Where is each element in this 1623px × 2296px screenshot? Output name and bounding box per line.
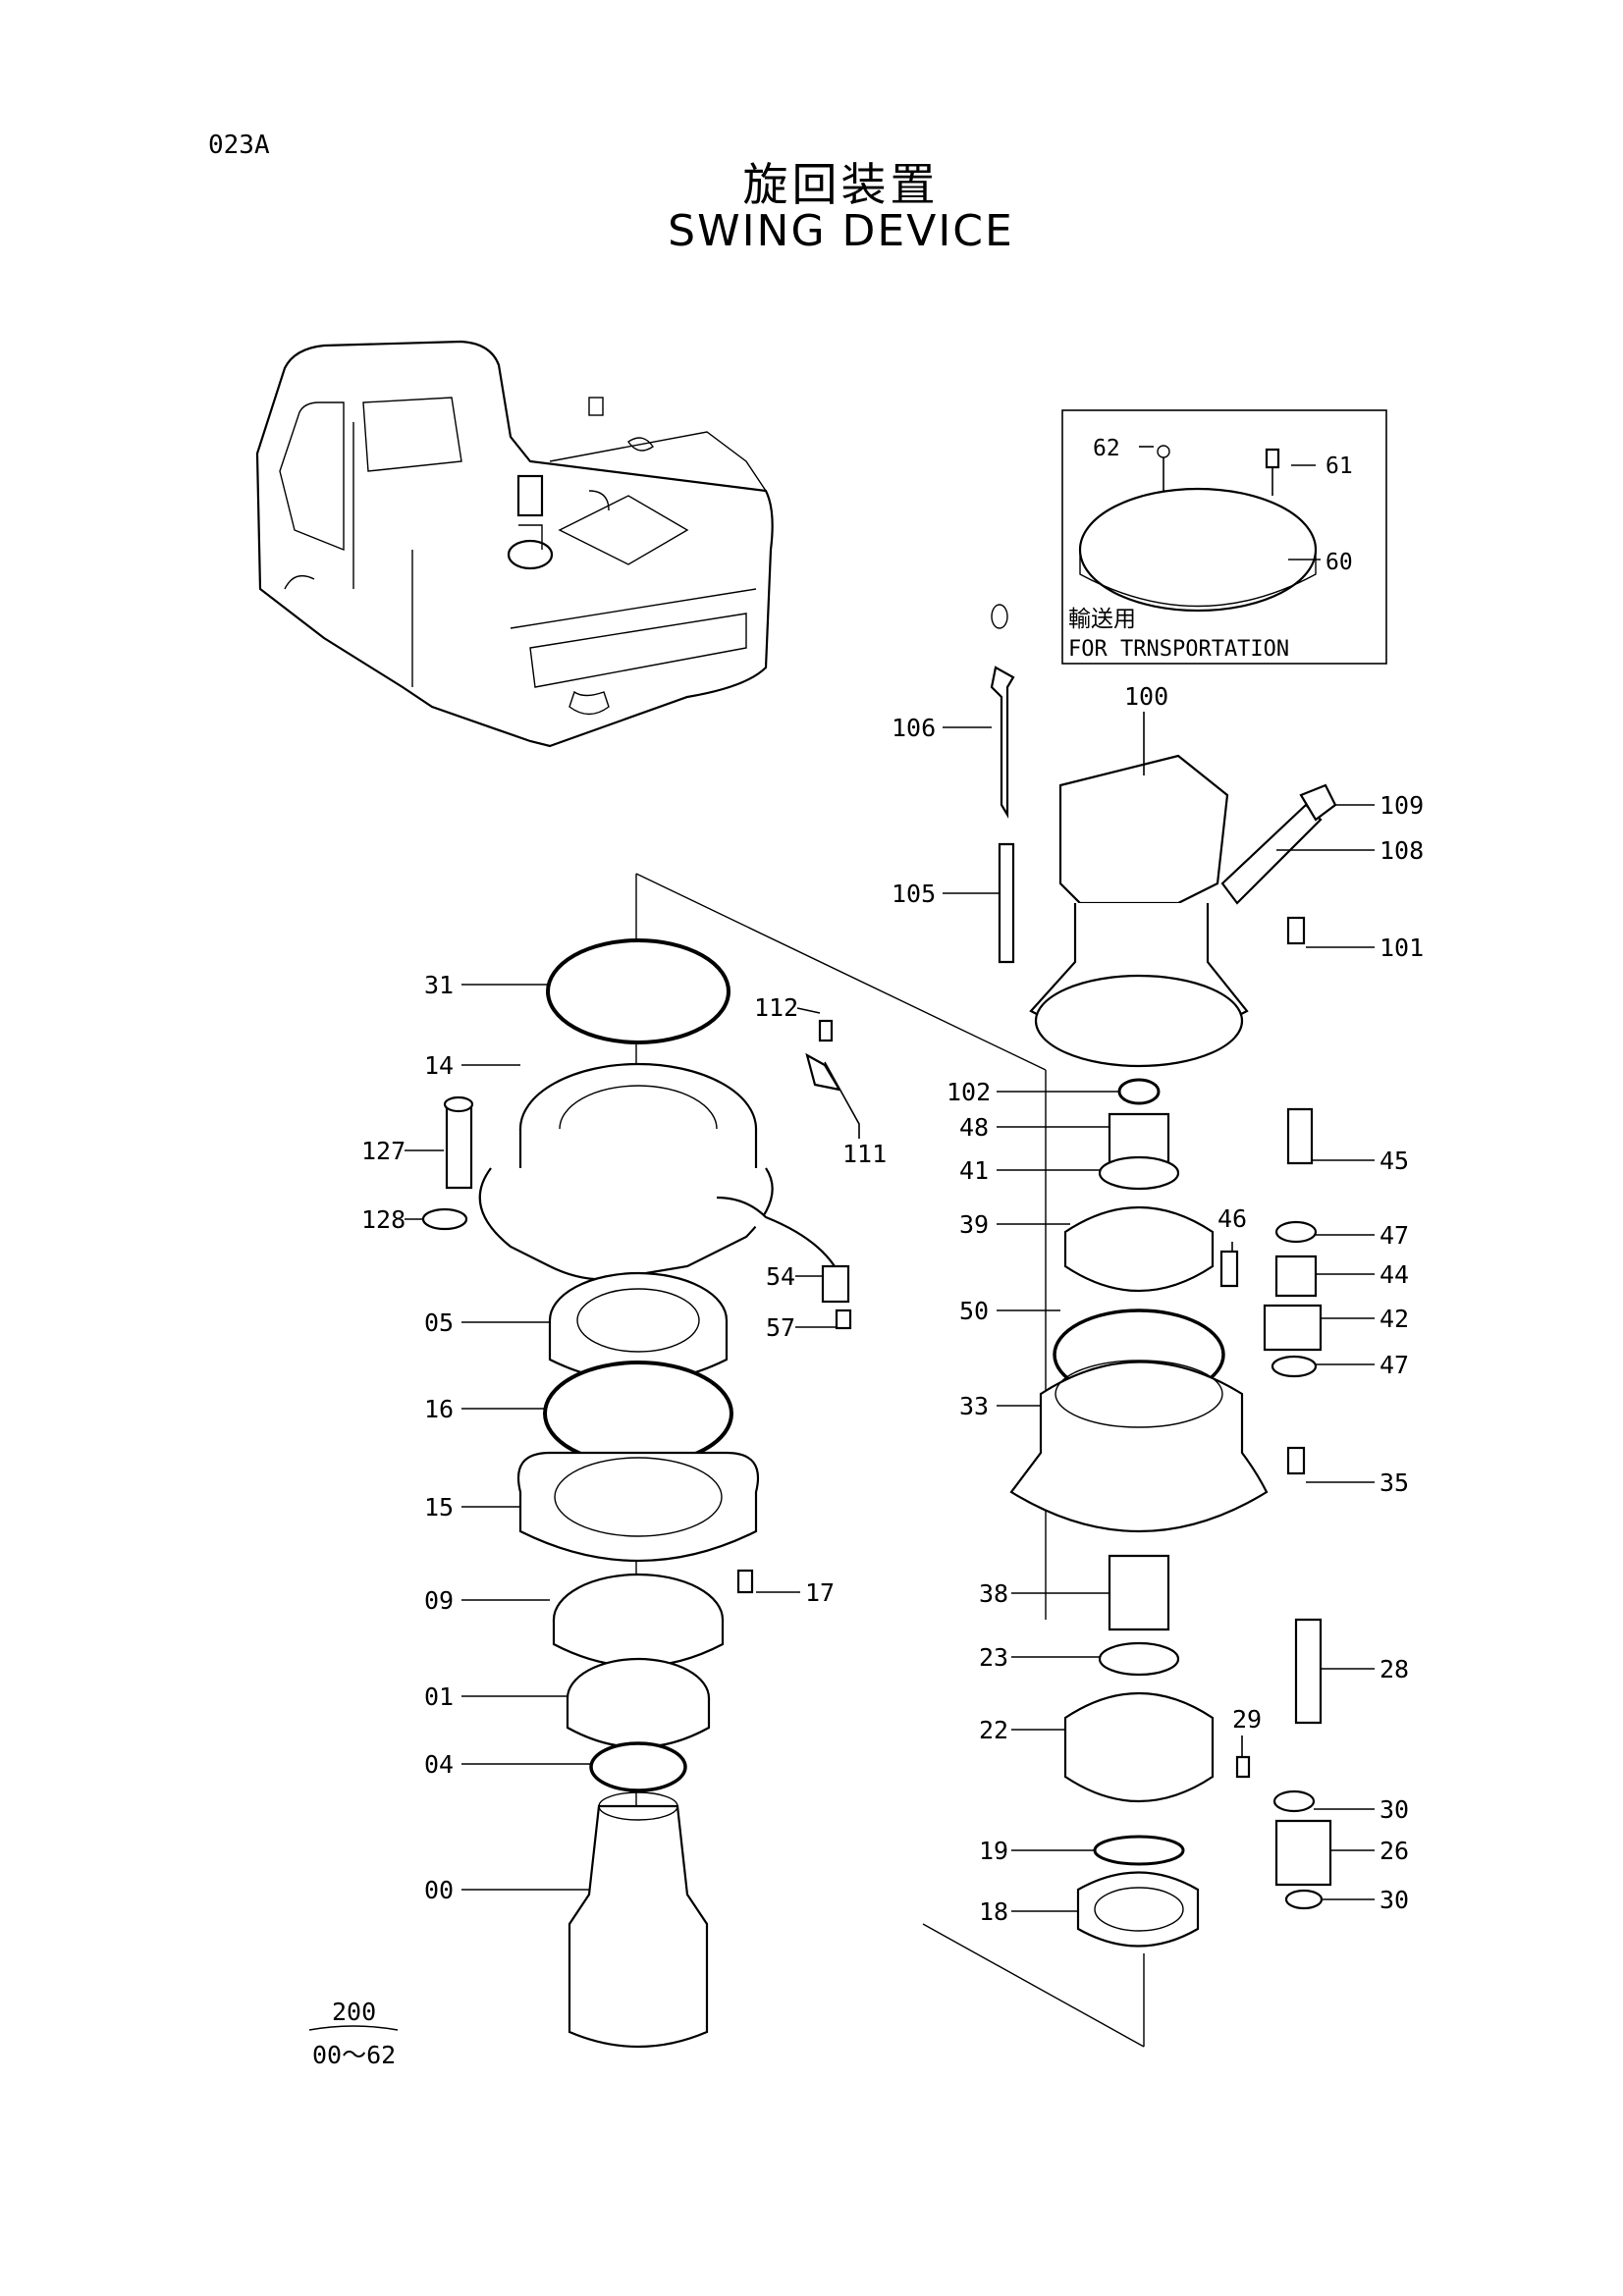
callout-26: 26: [1380, 1837, 1409, 1865]
callout-04: 04: [424, 1750, 454, 1779]
transport-note-english: FOR TRNSPORTATION: [1068, 637, 1289, 662]
assembly-id: 200: [332, 1998, 376, 2026]
callout-35: 35: [1380, 1468, 1409, 1497]
assembly-number: 200 00～62: [308, 1998, 399, 2069]
callout-127: 127: [361, 1137, 406, 1165]
title-japanese: 旋回装置: [742, 158, 940, 211]
callout-128: 128: [361, 1205, 406, 1234]
callout-28: 28: [1380, 1655, 1409, 1683]
callout-23: 23: [979, 1643, 1008, 1672]
callout-50: 50: [959, 1297, 989, 1325]
callout-09: 09: [424, 1586, 454, 1615]
callout-57: 57: [766, 1313, 795, 1342]
transport-cover-inset: 62 61 60 輸送用 FOR TRNSPORTATION: [1061, 409, 1387, 665]
callout-112: 112: [754, 993, 798, 1022]
callout-15: 15: [424, 1493, 454, 1522]
callout-109: 109: [1380, 791, 1424, 820]
excavator-illustration: [255, 340, 774, 748]
callout-33: 33: [959, 1392, 989, 1420]
callout-62: 62: [1093, 436, 1120, 461]
callout-05: 05: [424, 1308, 454, 1337]
right-column-parts: [990, 604, 1337, 1948]
callout-61: 61: [1325, 454, 1353, 479]
callout-54: 54: [766, 1262, 795, 1291]
callout-19: 19: [979, 1837, 1008, 1865]
callout-38: 38: [979, 1579, 1008, 1608]
callout-47-upper: 47: [1380, 1221, 1409, 1250]
callout-111: 111: [842, 1140, 887, 1168]
callout-100: 100: [1124, 682, 1168, 711]
assembly-range: 00～62: [312, 2041, 396, 2069]
callout-39: 39: [959, 1210, 989, 1239]
callout-30-upper: 30: [1380, 1795, 1409, 1824]
callout-16: 16: [424, 1395, 454, 1423]
leader-lines: [405, 712, 1375, 1912]
title-english: SWING DEVICE: [668, 206, 1014, 256]
callout-01: 01: [424, 1682, 454, 1711]
callout-30-lower: 30: [1380, 1886, 1409, 1914]
callout-44: 44: [1380, 1260, 1409, 1289]
callout-108: 108: [1380, 836, 1424, 865]
callout-18: 18: [979, 1897, 1008, 1926]
callout-45: 45: [1380, 1147, 1409, 1175]
callout-60: 60: [1325, 550, 1353, 575]
callout-29: 29: [1232, 1705, 1262, 1734]
callout-105: 105: [892, 880, 936, 908]
callout-labels: 31 14 127 128 05 16 15 09 17 01 04 00 11…: [361, 682, 1424, 1926]
callout-106: 106: [892, 714, 936, 742]
page-code: 023A: [208, 131, 270, 160]
callout-17: 17: [805, 1578, 835, 1607]
callout-48: 48: [959, 1113, 989, 1142]
callout-42: 42: [1380, 1305, 1409, 1333]
callout-46: 46: [1217, 1204, 1247, 1233]
callout-41: 41: [959, 1156, 989, 1185]
callout-31: 31: [424, 971, 454, 999]
callout-101: 101: [1380, 934, 1424, 962]
callout-47-lower: 47: [1380, 1351, 1409, 1379]
callout-14: 14: [424, 1051, 454, 1080]
callout-102: 102: [947, 1078, 991, 1106]
callout-00: 00: [424, 1876, 454, 1904]
left-column-parts: [421, 938, 852, 2049]
callout-22: 22: [979, 1716, 1008, 1744]
transport-note-japanese: 輸送用: [1068, 607, 1136, 632]
